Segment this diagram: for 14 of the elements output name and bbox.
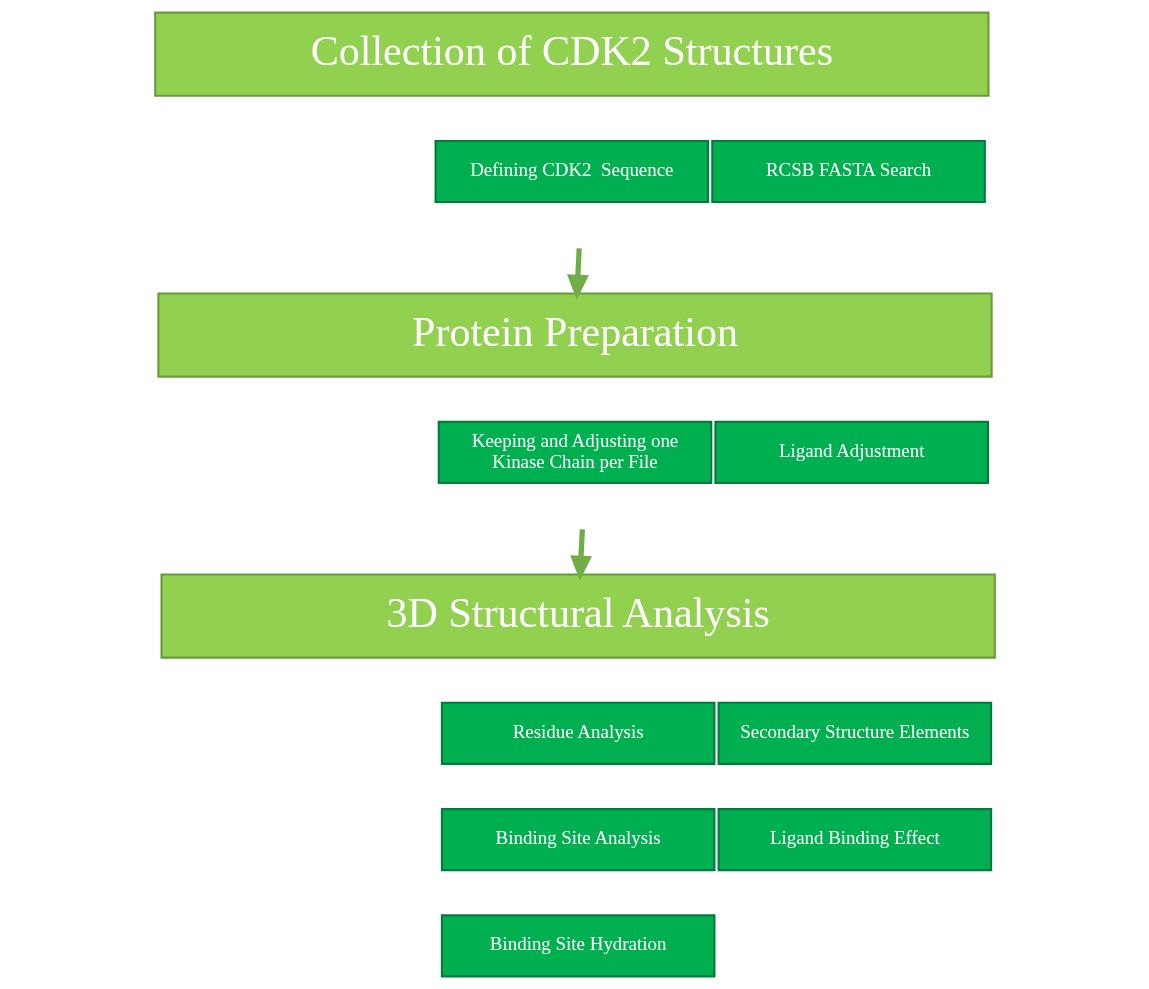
node-box: Binding Site Analysis xyxy=(440,808,715,872)
node-box: Keeping and Adjusting one Kinase Chain per File xyxy=(437,420,712,484)
node-box: Binding Site Hydration xyxy=(440,914,715,978)
node-box: 3D Structural Analysis xyxy=(159,573,996,659)
node-box: Ligand Binding Effect xyxy=(717,808,992,872)
arrow xyxy=(566,248,589,300)
node-box: Ligand Adjustment xyxy=(713,420,989,484)
node-box: Defining CDK2 Sequence xyxy=(434,139,709,204)
arrow xyxy=(569,529,592,581)
node-box: Residue Analysis xyxy=(440,701,715,765)
node-box: Protein Preparation xyxy=(156,292,993,378)
node-box: Secondary Structure Elements xyxy=(717,701,992,765)
node-box: RCSB FASTA Search xyxy=(710,139,986,204)
node-box: Collection of CDK2 Structures xyxy=(153,11,990,97)
